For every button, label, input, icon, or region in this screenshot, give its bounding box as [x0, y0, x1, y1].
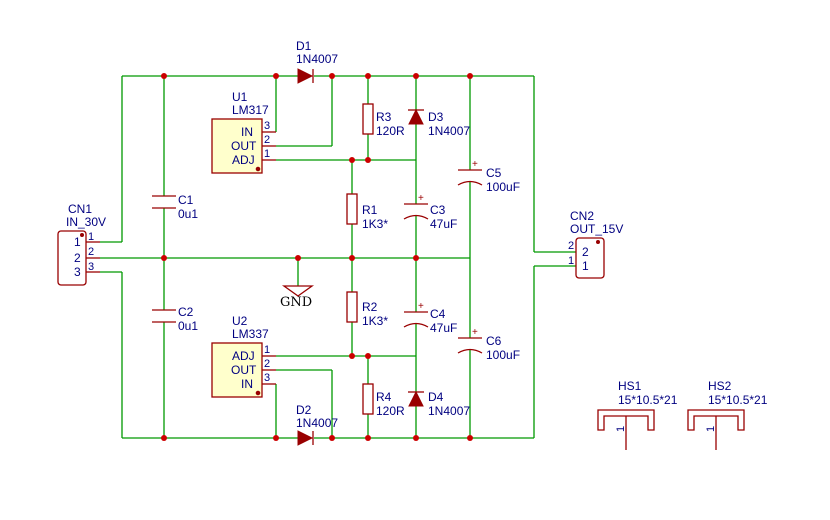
c4-polarity-mark: +	[418, 301, 424, 312]
r3-ref: R3	[376, 110, 392, 124]
c3-ref: C3	[430, 203, 446, 217]
diode-d3[interactable]: D3 1N4007	[408, 108, 470, 138]
c3-polarity-mark: +	[418, 193, 424, 204]
ground-label: GND	[280, 295, 312, 310]
resistor-r3[interactable]: R3 120R	[362, 103, 405, 138]
hs1-value: 15*10.5*21	[618, 393, 678, 407]
regulator-u1[interactable]: U1 LM317 IN OUT ADJ 3 2 1	[211, 90, 276, 174]
d4-value: 1N4007	[428, 404, 470, 418]
u2-pin-out: OUT	[231, 363, 257, 377]
u2-pin-adj-number: 1	[264, 344, 270, 356]
capacitor-c5[interactable]: + C5 100uF	[457, 159, 520, 194]
cn2-pin1-number: 1	[568, 255, 574, 267]
cn1-pin2-number: 2	[88, 246, 94, 258]
regulator-u2[interactable]: U2 LM337 ADJ OUT IN 1 2 3	[211, 314, 276, 398]
resistor-r1[interactable]: R1 1K3*	[346, 193, 388, 231]
hs1-pin-number: 1	[615, 426, 627, 432]
c6-value: 100uF	[486, 348, 520, 362]
cn1-value: IN_30V	[66, 215, 106, 229]
hs1-ref: HS1	[618, 379, 642, 393]
u1-value: LM317	[232, 103, 269, 117]
cn1-pin1-name: 1	[74, 235, 81, 249]
heatsink-hs1[interactable]: HS1 15*10.5*21 1	[597, 379, 678, 450]
r4-ref: R4	[376, 390, 392, 404]
u1-pin-in: IN	[241, 125, 253, 139]
hs2-value: 15*10.5*21	[708, 393, 768, 407]
diode-d2[interactable]: D2 1N4007	[296, 403, 338, 446]
cn2-value: OUT_15V	[570, 222, 623, 236]
u2-value: LM337	[232, 327, 269, 341]
wires	[100, 75, 576, 439]
u1-pin-adj-number: 1	[264, 148, 270, 160]
c5-value: 100uF	[486, 180, 520, 194]
r4-value: 120R	[376, 404, 405, 418]
u2-pin-adj: ADJ	[232, 349, 255, 363]
c2-ref: C2	[178, 305, 194, 319]
cn1-pin1-number: 1	[88, 231, 94, 243]
u2-ref: U2	[232, 314, 248, 328]
c6-polarity-mark: +	[472, 327, 478, 338]
cn2-pin2-name: 2	[582, 245, 589, 259]
d2-value: 1N4007	[296, 416, 338, 430]
d1-ref: D1	[296, 39, 312, 53]
u2-pin-in: IN	[241, 377, 253, 391]
cn2-ref: CN2	[570, 209, 594, 223]
c6-ref: C6	[486, 334, 502, 348]
resistor-r4[interactable]: R4 120R	[362, 383, 405, 418]
resistor-r2[interactable]: R2 1K3*	[346, 291, 388, 328]
d4-ref: D4	[428, 390, 444, 404]
connector-cn1[interactable]: CN1 IN_30V 1 2 3 1 2 3	[57, 202, 106, 286]
diode-d1[interactable]: D1 1N4007	[296, 39, 338, 84]
d3-value: 1N4007	[428, 124, 470, 138]
r2-ref: R2	[362, 300, 378, 314]
u1-pin-in-number: 3	[264, 120, 270, 132]
r2-value: 1K3*	[362, 314, 388, 328]
hs2-pin-number: 1	[705, 426, 717, 432]
u1-pin-adj: ADJ	[232, 153, 255, 167]
c4-value: 47uF	[430, 321, 457, 335]
c5-polarity-mark: +	[472, 159, 478, 170]
cn1-pin3-number: 3	[88, 261, 94, 273]
c3-value: 47uF	[430, 217, 457, 231]
c5-ref: C5	[486, 166, 502, 180]
r1-ref: R1	[362, 203, 378, 217]
r1-value: 1K3*	[362, 217, 388, 231]
u1-pin-out: OUT	[231, 139, 257, 153]
capacitor-c6[interactable]: + C6 100uF	[457, 327, 520, 362]
r3-value: 120R	[376, 124, 405, 138]
capacitor-c1[interactable]: C1 0u1	[152, 193, 198, 221]
c1-ref: C1	[178, 193, 194, 207]
junctions	[161, 73, 473, 441]
ground-symbol[interactable]: GND	[280, 285, 315, 310]
capacitor-c3[interactable]: + C3 47uF	[403, 193, 457, 231]
d1-value: 1N4007	[296, 52, 338, 66]
connector-cn2[interactable]: CN2 OUT_15V 2 1 2 1	[568, 209, 623, 279]
u2-pin-out-number: 2	[264, 358, 270, 370]
cn1-pin2-name: 2	[74, 251, 81, 265]
d2-ref: D2	[296, 403, 312, 417]
c2-value: 0u1	[178, 319, 198, 333]
u1-pin-out-number: 2	[264, 134, 270, 146]
hs2-ref: HS2	[708, 379, 732, 393]
d3-ref: D3	[428, 110, 444, 124]
heatsink-hs2[interactable]: HS2 15*10.5*21 1	[687, 379, 768, 450]
diode-d4[interactable]: D4 1N4007	[408, 390, 470, 418]
capacitor-c2[interactable]: C2 0u1	[152, 305, 198, 333]
cn2-pin1-name: 1	[582, 259, 589, 273]
cn1-ref: CN1	[68, 202, 92, 216]
c1-value: 0u1	[178, 207, 198, 221]
cn2-pin2-number: 2	[568, 240, 574, 252]
cn1-pin3-name: 3	[74, 265, 81, 279]
u2-pin-in-number: 3	[264, 372, 270, 384]
c4-ref: C4	[430, 307, 446, 321]
capacitor-c4[interactable]: + C4 47uF	[403, 301, 457, 335]
u1-ref: U1	[232, 90, 248, 104]
